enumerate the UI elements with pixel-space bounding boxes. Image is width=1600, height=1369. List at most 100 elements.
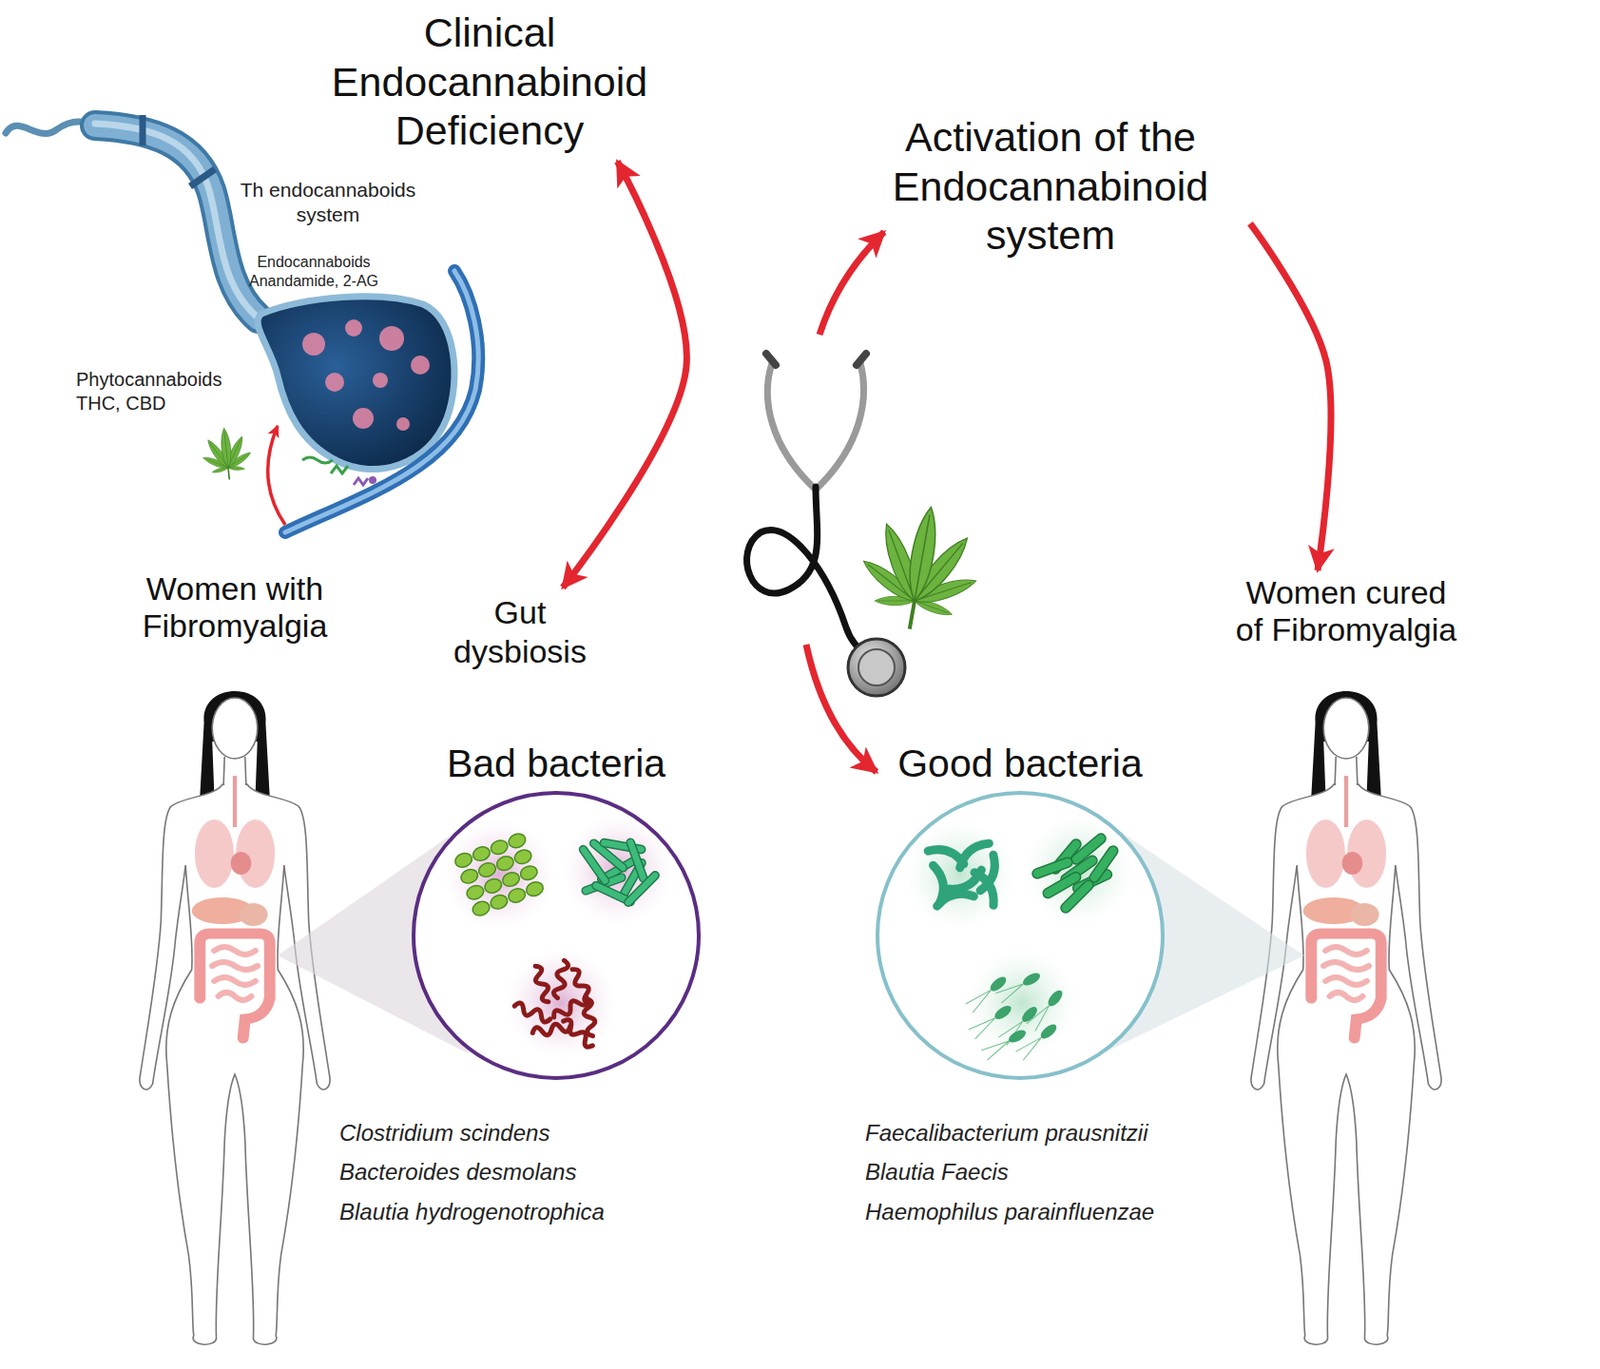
good-bacteria-art <box>1045 987 1066 1009</box>
synapse-illustration <box>325 372 345 392</box>
node-text: Gut dysbiosis <box>439 593 601 672</box>
bad-bacteria-art <box>488 838 510 857</box>
good-bacteria-art <box>1031 831 1120 915</box>
synapse-illustration <box>198 424 255 482</box>
good-bacteria-art <box>1019 1003 1040 1024</box>
good-bacteria-art <box>1031 856 1075 880</box>
stethoscope-illustration <box>767 363 816 490</box>
synapse-illustration <box>95 123 257 317</box>
synapse-illustration <box>330 465 348 474</box>
bad-bacteria-art <box>578 844 611 887</box>
good-bacteria-art <box>992 1002 1014 1022</box>
annotation-label: Phytocannaboids THC, CBD <box>76 367 248 416</box>
node-text: Activation of the Endocannabinoid system <box>850 113 1251 261</box>
bad-bacteria-art <box>562 814 674 926</box>
annotation-label: Endocannaboids Anandamide, 2-AG <box>232 252 395 291</box>
species-name: Haemophilus parainfluenzae <box>865 1197 1155 1227</box>
stethoscope-illustration <box>815 363 865 490</box>
circle-ground <box>413 792 699 1079</box>
species-name: Faecalibacterium prausnitzii <box>865 1118 1148 1148</box>
synapse-illustration <box>285 270 479 533</box>
woman-figure <box>139 691 330 1345</box>
good-bacteria-art <box>905 819 1016 930</box>
synapse-illustration <box>5 115 479 533</box>
circle-ground <box>877 792 1163 1079</box>
stethoscope-illustration <box>766 353 867 366</box>
good-bacteria-art <box>935 889 974 907</box>
woman-figure <box>1251 691 1442 1345</box>
bad-bacteria-art <box>512 1001 552 1023</box>
good-bacteria-art <box>998 1003 1041 1046</box>
bacteria-circle: Bad bacteria <box>404 741 709 1084</box>
good-bacteria-art <box>905 814 1135 1061</box>
annotation-label: Th endocannaboids system <box>223 177 433 229</box>
bad-bacteria-art <box>506 886 528 905</box>
synapse-illustration <box>353 478 368 485</box>
bad-bacteria-art <box>625 837 649 884</box>
synapse-illustration <box>372 372 388 388</box>
node-text: Women with Fibromyalgia <box>120 570 349 645</box>
figure-heading: Women cured of Fibromyalgia <box>1231 574 1462 1350</box>
bad-bacteria-art <box>453 850 475 869</box>
good-bacteria-art <box>987 974 1009 995</box>
woman-figure <box>139 691 330 1345</box>
bad-bacteria-art <box>501 869 522 888</box>
synapse-illustration <box>302 332 326 356</box>
good-bacteria-art <box>966 947 1078 1059</box>
circle-heading: Bad bacteria <box>404 741 709 787</box>
stethoscope-illustration <box>849 496 991 639</box>
stethoscope-illustration <box>806 644 877 772</box>
good-bacteria-art <box>995 969 1042 1003</box>
good-bacteria-art <box>965 973 1010 1013</box>
concept-text: Clinical Endocannabinoid Deficiency <box>289 8 690 156</box>
circle-heading: Good bacteria <box>867 741 1173 787</box>
bad-bacteria-art <box>512 848 534 867</box>
bad-bacteria-art <box>531 1021 571 1039</box>
bad-bacteria-art <box>551 994 590 1022</box>
species-name: Blautia hydrogenotrophica <box>339 1197 605 1227</box>
circle-outline <box>413 792 699 1079</box>
circle-outline <box>877 792 1163 1079</box>
good-bacteria-art <box>968 1002 1015 1040</box>
bad-bacteria-art <box>453 831 546 919</box>
bad-bacteria-art <box>505 947 617 1059</box>
stethoscope-illustration <box>858 649 895 686</box>
concept-text: Gut dysbiosis <box>439 593 601 672</box>
synapse-illustration <box>352 407 374 429</box>
bad-bacteria-art <box>530 963 553 1003</box>
species-name: Bacteroides desmolans <box>339 1157 577 1187</box>
bad-bacteria-art <box>578 837 661 908</box>
bad-bacteria-art <box>512 959 598 1049</box>
synapse-illustration <box>268 425 286 525</box>
synapse-illustration <box>379 326 405 351</box>
bad-bacteria-art <box>443 814 674 1059</box>
bad-bacteria-art <box>488 892 510 911</box>
synapse-illustration <box>285 270 479 533</box>
bad-bacteria-art <box>553 959 570 999</box>
circle-outline <box>404 741 709 1084</box>
good-bacteria-art <box>1006 1027 1028 1046</box>
bad-bacteria-art <box>443 819 555 930</box>
bad-bacteria-art <box>524 879 546 898</box>
synapse-illustration <box>410 355 430 375</box>
good-bacteria-art <box>968 1013 999 1040</box>
good-bacteria-art <box>981 1026 1028 1061</box>
good-bacteria-art <box>1038 1021 1060 1042</box>
bad-bacteria-art <box>459 867 481 886</box>
node-text: Clinical Endocannabinoid Deficiency <box>289 8 690 156</box>
good-bacteria-art <box>965 969 1067 1061</box>
bad-bacteria-art <box>464 883 486 902</box>
stethoscope-illustration <box>747 231 991 772</box>
good-bacteria-art <box>995 979 1026 1003</box>
good-bacteria-art <box>1021 970 1042 989</box>
bad-bacteria-art <box>559 1017 596 1049</box>
synapse-illustration <box>142 115 215 187</box>
species-name: Blautia Faecis <box>865 1157 1009 1187</box>
woman-figure <box>1251 691 1442 1345</box>
synapse-illustration <box>396 417 410 431</box>
bad-bacteria-art <box>477 860 499 879</box>
stethoscope-illustration <box>848 638 906 696</box>
bad-bacteria-art <box>518 864 540 883</box>
good-bacteria-art <box>1059 878 1096 915</box>
